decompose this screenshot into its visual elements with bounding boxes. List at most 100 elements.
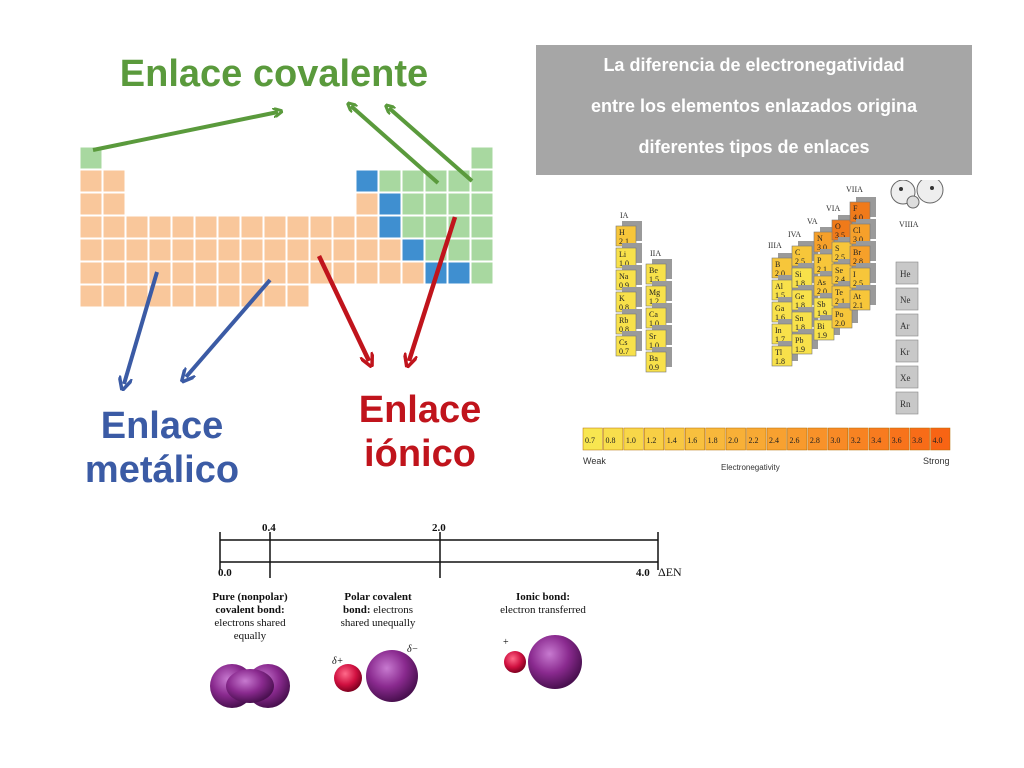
scale-value: 0.8 xyxy=(605,436,615,445)
covalent-arrow-3 xyxy=(389,108,474,183)
periodic-cell xyxy=(263,215,287,239)
group16-symbol: Po xyxy=(835,310,843,319)
cartoon-molecules-icon xyxy=(890,180,944,209)
ionic-bond-label: Enlace iónico xyxy=(330,388,510,476)
periodic-cell xyxy=(309,215,333,239)
group1-value: 2.1 xyxy=(619,237,629,246)
scale-value: 1.0 xyxy=(626,436,636,445)
noble-symbol: Ne xyxy=(900,295,911,305)
group13-cell xyxy=(771,345,793,367)
group2-value: 1.0 xyxy=(649,319,659,328)
periodic-cell xyxy=(171,284,195,308)
periodic-cell xyxy=(355,192,379,216)
group-label: VIIIA xyxy=(899,220,919,229)
periodic-cell xyxy=(447,238,471,262)
periodic-cell xyxy=(217,284,241,308)
scale-cell xyxy=(623,427,644,451)
group15-symbol: As xyxy=(817,278,826,287)
scale-cell xyxy=(664,427,685,451)
group-label: VIIA xyxy=(846,185,863,194)
group2-cell xyxy=(645,351,667,373)
group14-cell xyxy=(791,333,813,355)
group15-value: 3.0 xyxy=(817,243,827,252)
group1-value: 0.8 xyxy=(619,303,629,312)
periodic-cell xyxy=(171,215,195,239)
group2-symbol: Be xyxy=(649,266,658,275)
scale-weak-label: Weak xyxy=(583,456,606,466)
periodic-cell xyxy=(79,192,103,216)
delta-plus-label: δ+ xyxy=(332,656,343,667)
group14-value: 1.8 xyxy=(795,301,805,310)
noble-cell xyxy=(895,391,919,415)
periodic-cell xyxy=(217,261,241,285)
pure-line2: covalent bond: xyxy=(215,604,284,616)
group15-value: 2.1 xyxy=(817,265,827,274)
periodic-cell xyxy=(194,238,218,262)
pure-line3: electrons shared xyxy=(214,617,286,629)
tick-2-0: 2.0 xyxy=(432,522,446,534)
periodic-cell xyxy=(470,169,494,193)
group17-symbol: Cl xyxy=(853,226,861,235)
scale-axis-label: Electronegativity xyxy=(721,463,780,472)
pure-line4: equally xyxy=(234,630,267,642)
periodic-cell xyxy=(217,215,241,239)
group14-value: 2.5 xyxy=(795,257,805,266)
periodic-cell xyxy=(447,169,471,193)
info-line-1: La diferencia de electronegatividad xyxy=(603,55,905,75)
scale-value: 2.0 xyxy=(728,436,738,445)
group15-symbol: P xyxy=(817,256,822,265)
svg-text:+: + xyxy=(503,637,509,648)
group14-value: 1.8 xyxy=(795,323,805,332)
periodic-cell xyxy=(286,261,310,285)
group13-symbol: B xyxy=(775,260,780,269)
periodic-cell xyxy=(79,215,103,239)
periodic-cell xyxy=(240,261,264,285)
group17-value: 2.1 xyxy=(853,301,863,310)
periodic-cell xyxy=(102,238,126,262)
periodic-cell xyxy=(470,215,494,239)
scale-value: 2.6 xyxy=(789,436,799,445)
group14-symbol: Pb xyxy=(795,336,803,345)
scale-value: 0.7 xyxy=(585,436,595,445)
ionic-label-line1: Enlace xyxy=(358,389,482,431)
group16-value: 2.5 xyxy=(835,253,845,262)
group1-symbol: Cs xyxy=(619,338,627,347)
periodic-cell xyxy=(148,261,172,285)
periodic-cell xyxy=(79,146,103,170)
periodic-cell xyxy=(125,261,149,285)
periodic-cell xyxy=(79,238,103,262)
periodic-cell xyxy=(240,238,264,262)
ionic-arrow-2 xyxy=(409,216,458,361)
periodic-cell xyxy=(171,238,195,262)
scale-value: 3.0 xyxy=(830,436,840,445)
scale-value: 3.4 xyxy=(871,436,881,445)
group13-symbol: Ga xyxy=(775,304,785,313)
scale-cell xyxy=(582,427,603,451)
group17-value: 3.0 xyxy=(853,235,863,244)
group15-value: 1.9 xyxy=(817,331,827,340)
pure-line1: Pure (nonpolar) xyxy=(212,591,288,603)
group13-symbol: In xyxy=(775,326,782,335)
delta-minus-label: δ− xyxy=(407,644,418,655)
periodic-cell xyxy=(286,284,310,308)
polar-molecule-icon xyxy=(334,650,418,702)
group1-symbol: Li xyxy=(619,250,627,259)
periodic-cell xyxy=(332,238,356,262)
group13-value: 1.8 xyxy=(775,357,785,366)
periodic-cell xyxy=(355,261,379,285)
periodic-cell xyxy=(194,261,218,285)
noble-cell xyxy=(895,261,919,285)
metallic-label-line1: Enlace xyxy=(100,405,224,447)
scale-value: 1.4 xyxy=(667,436,677,445)
group17-value: 4.0 xyxy=(853,213,863,222)
group-label: VA xyxy=(807,217,818,226)
periodic-cell xyxy=(125,215,149,239)
group17-value: 2.8 xyxy=(853,257,863,266)
periodic-cell xyxy=(355,215,379,239)
covalent-bond-label: Enlace covalente xyxy=(119,53,429,95)
group17-symbol: I xyxy=(853,270,856,279)
group1-symbol: K xyxy=(619,294,625,303)
group13-value: 2.0 xyxy=(775,269,785,278)
group2-symbol: Sr xyxy=(649,332,656,341)
group1-symbol: H xyxy=(619,228,625,237)
